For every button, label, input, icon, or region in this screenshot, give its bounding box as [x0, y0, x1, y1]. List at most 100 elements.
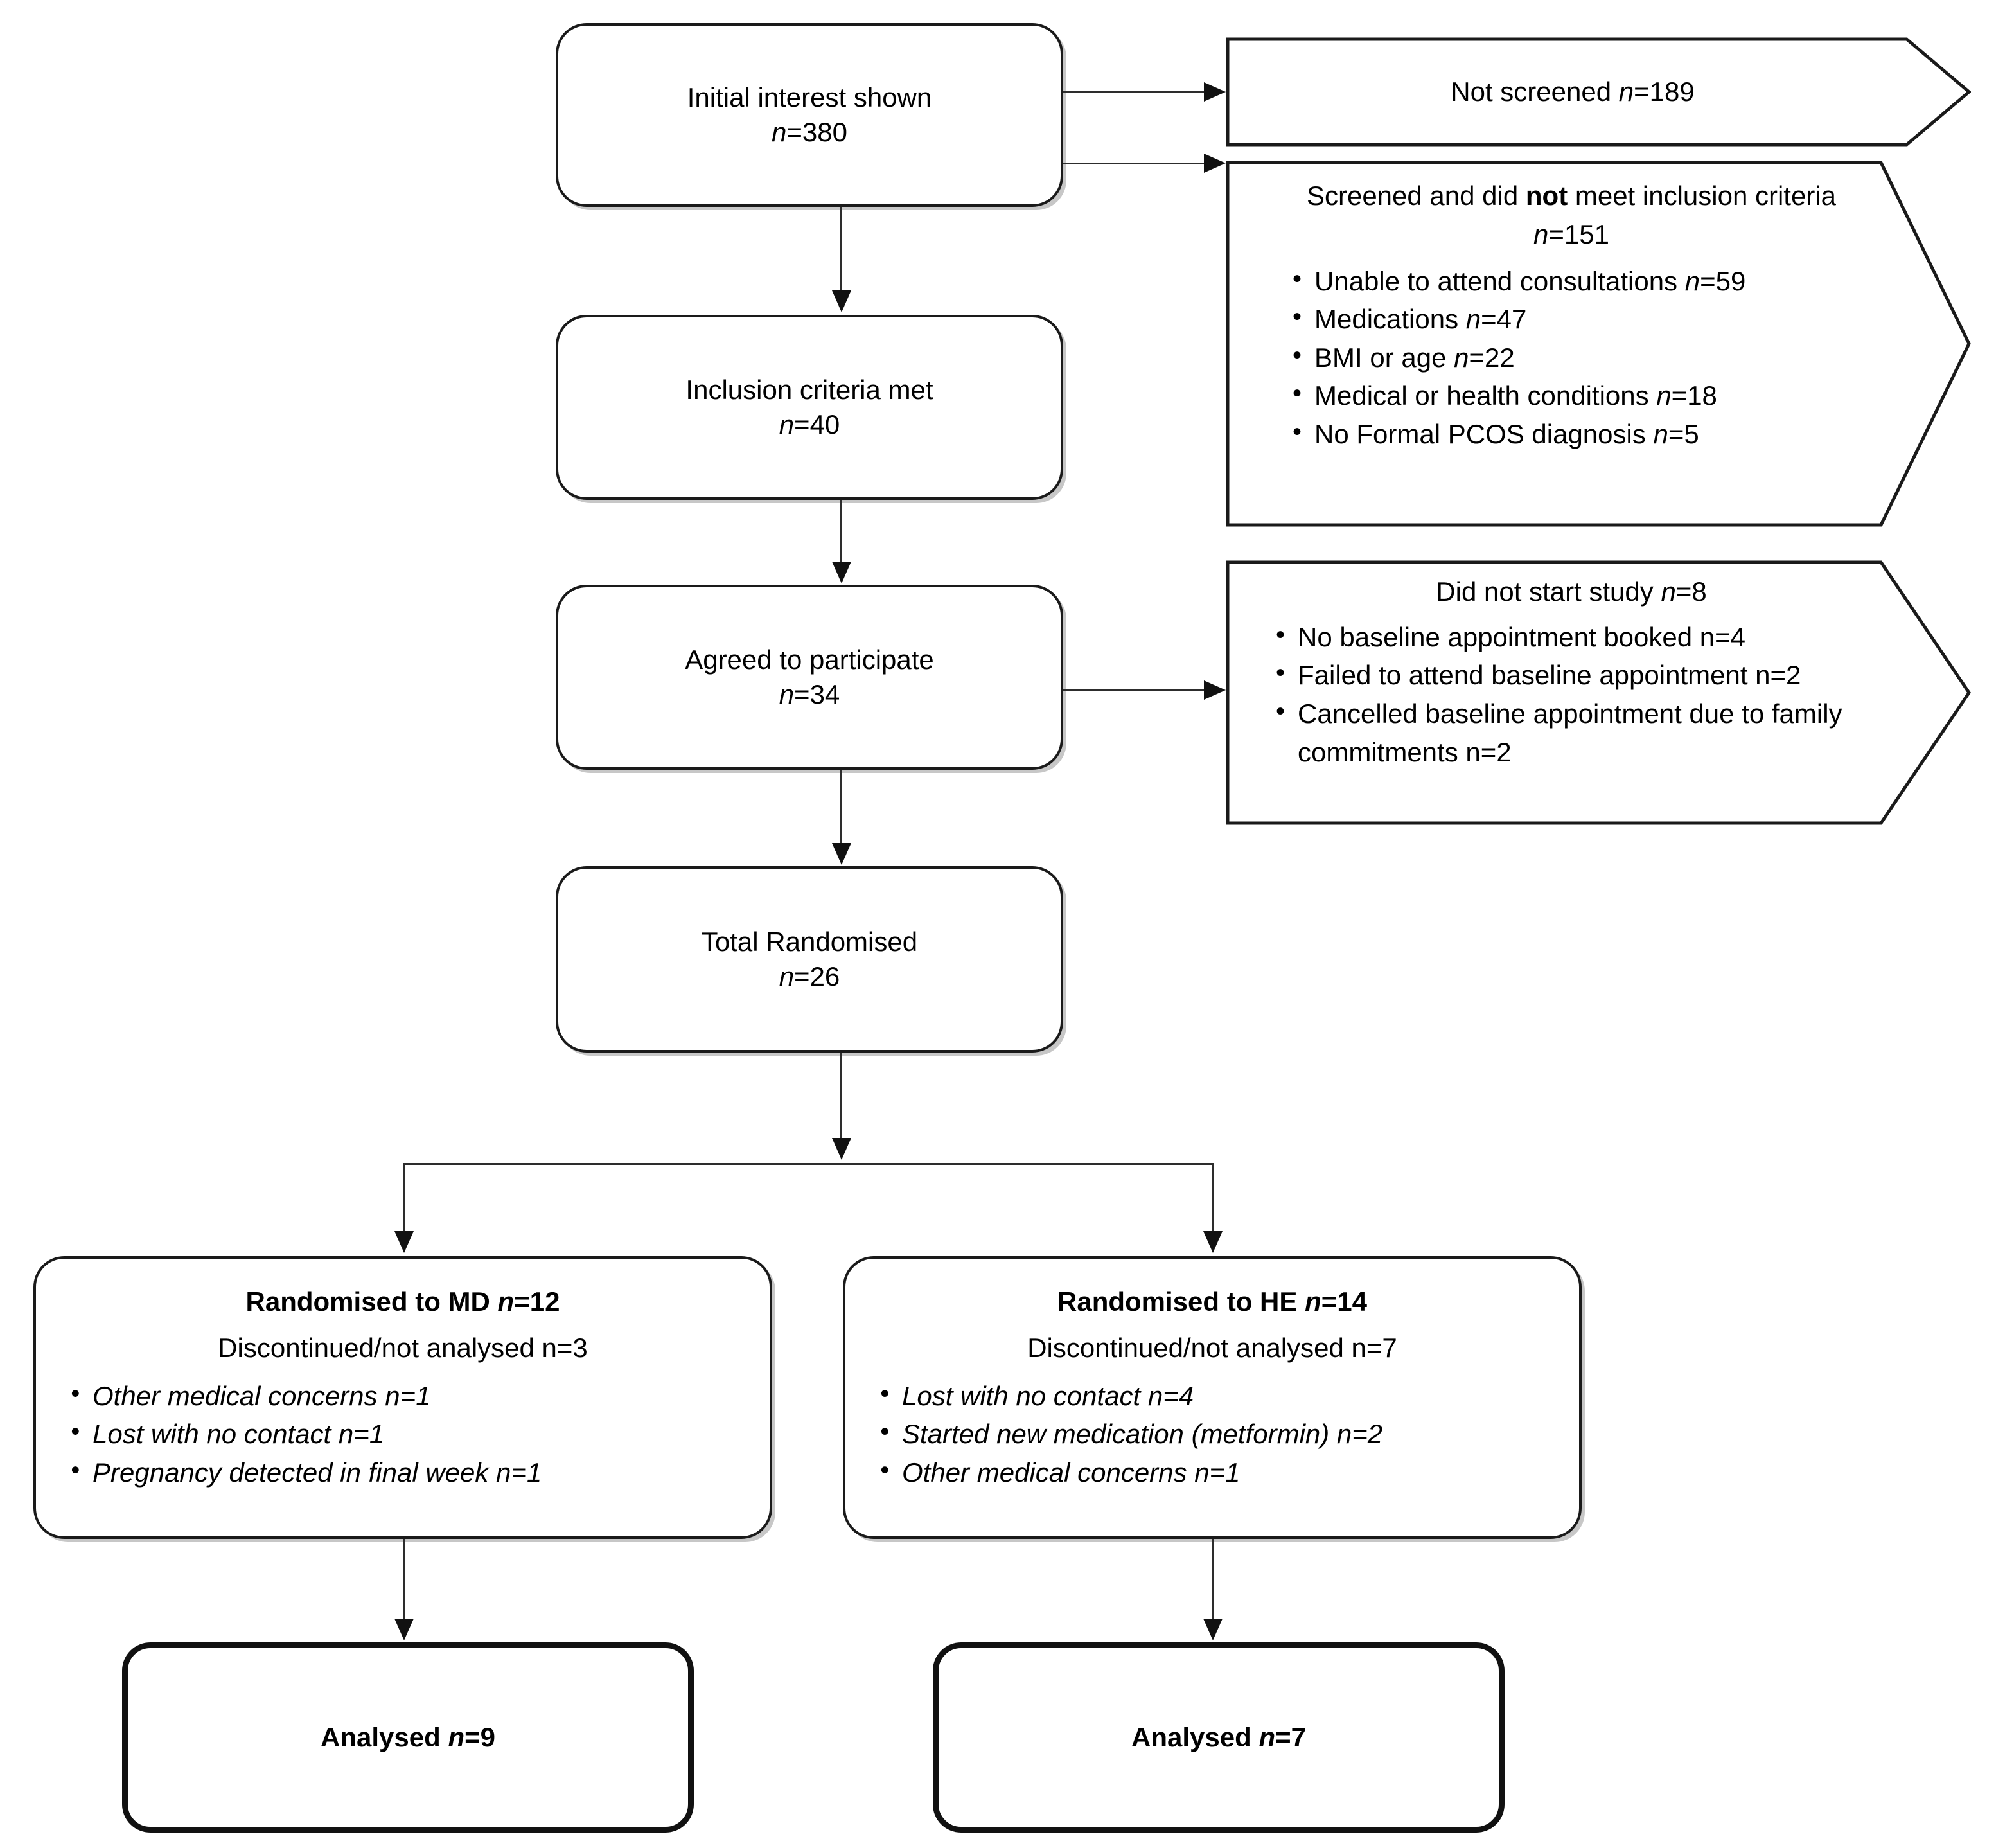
list-item: Started new medication (metformin) n=2 [880, 1414, 1579, 1453]
arm-md-subtitle: Discontinued/not analysed n=3 [218, 1332, 588, 1363]
node-randomised-to-md: Randomised to MD n=12 Discontinued/not a… [33, 1256, 772, 1539]
node-did-not-start-study: Did not start study n=8 No baseline appo… [1226, 560, 1971, 825]
node-total-randomised: Total Randomised n=26 [556, 866, 1063, 1053]
list-item: Lost with no contact n=1 [71, 1414, 770, 1453]
list-item: Failed to attend baseline appointment n=… [1276, 655, 1900, 695]
screened-heading: Screened and did not meet inclusion crit… [1242, 179, 1900, 217]
node-inclusion-criteria-met: Inclusion criteria met n=40 [556, 315, 1063, 500]
did-not-start-heading: Did not start study n=8 [1242, 574, 1900, 618]
n-value: =14 [1321, 1286, 1367, 1317]
n-symbol: n [497, 1286, 515, 1317]
n-symbol: n [1465, 304, 1481, 335]
node-not-screened: Not screened n=189 [1226, 37, 1971, 147]
screened-heading-count: n=151 [1242, 217, 1900, 262]
n-value: =22 [1469, 342, 1515, 373]
arm-he-subtitle: Discontinued/not analysed n=7 [1027, 1332, 1397, 1363]
node-agreed-to-participate-label: Agreed to participate [685, 644, 934, 675]
screened-heading-a: Screened and did [1306, 181, 1526, 211]
arm-md-title-text: Randomised to MD [245, 1286, 498, 1317]
connector-agreed-to-did-not-start [1063, 689, 1206, 691]
n-value: =26 [794, 961, 840, 991]
n-value: =8 [1675, 576, 1707, 607]
list-item: Medical or health conditions n=18 [1293, 375, 1900, 415]
node-analysed-he: Analysed n=7 [933, 1642, 1505, 1833]
pentagon-outline [1226, 37, 1971, 147]
list-item: Other medical concerns n=1 [71, 1376, 770, 1416]
n-symbol: n [1259, 1722, 1276, 1753]
list-item: Lost with no contact n=4 [880, 1376, 1579, 1416]
list-item: Unable to attend consultations n=59 [1293, 261, 1900, 301]
connector-total-to-split [840, 1053, 842, 1139]
connector-initial-to-not-screened [1063, 91, 1206, 93]
n-symbol: n [779, 679, 795, 709]
reason-text: No Formal PCOS diagnosis [1314, 419, 1654, 449]
node-inclusion-criteria-met-label: Inclusion criteria met [685, 375, 933, 405]
n-value: =7 [1275, 1722, 1306, 1753]
n-value: =12 [514, 1286, 560, 1317]
node-analysed-md: Analysed n=9 [122, 1642, 694, 1833]
arrowhead-down [394, 1231, 414, 1253]
n-value: =9 [464, 1722, 495, 1753]
n-symbol: n [779, 409, 795, 440]
arrowhead-down [394, 1619, 414, 1640]
list-item: No Formal PCOS diagnosis n=5 [1293, 414, 1900, 454]
arrowhead-down [832, 562, 851, 583]
node-randomised-to-he: Randomised to HE n=14 Discontinued/not a… [843, 1256, 1582, 1539]
n-value: =151 [1548, 218, 1609, 249]
arrowhead-down [1203, 1619, 1223, 1640]
arm-he-title: Randomised to HE n=14 [1057, 1284, 1367, 1319]
analysed-he-label: Analysed n=7 [1131, 1720, 1306, 1755]
arrowhead-right [1204, 680, 1226, 700]
node-initial-interest-count: n=380 [772, 115, 847, 150]
n-value: =40 [794, 409, 840, 440]
n-value: =5 [1668, 419, 1699, 449]
n-symbol: n [1684, 265, 1700, 296]
arrowhead-right [1204, 82, 1226, 102]
n-symbol: n [1653, 419, 1668, 449]
connector-md-to-analysed [403, 1539, 405, 1620]
node-initial-interest-label: Initial interest shown [687, 82, 932, 113]
arrowhead-right [1204, 154, 1226, 173]
n-value: =47 [1481, 304, 1527, 335]
connector-initial-to-inclusion [840, 207, 842, 292]
n-symbol: n [448, 1722, 465, 1753]
reason-text: Unable to attend consultations [1314, 265, 1685, 296]
arm-he-title-text: Randomised to HE [1057, 1286, 1305, 1317]
connector-agreed-to-total [840, 770, 842, 844]
screened-heading-not: not [1525, 181, 1568, 211]
n-symbol: n [1618, 76, 1634, 107]
node-initial-interest: Initial interest shown n=380 [556, 23, 1063, 207]
n-symbol: n [1533, 218, 1549, 249]
connector-split-to-he [1212, 1163, 1214, 1232]
did-not-start-reason-list: No baseline appointment booked n=4 Faile… [1242, 617, 1900, 772]
arrowhead-down [832, 290, 851, 312]
list-item: BMI or age n=22 [1293, 337, 1900, 377]
n-value: =34 [794, 679, 840, 709]
connector-split-bar [403, 1163, 1214, 1165]
list-item: Cancelled baseline appointment due to fa… [1276, 693, 1900, 771]
arrowhead-down [1203, 1231, 1223, 1253]
node-agreed-to-participate: Agreed to participate n=34 [556, 585, 1063, 770]
analysed-he-text: Analysed [1131, 1722, 1259, 1753]
did-not-start-text: Did not start study [1436, 576, 1661, 607]
n-symbol: n [772, 117, 787, 147]
connector-he-to-analysed [1212, 1539, 1214, 1620]
arm-he-reason-list: Lost with no contact n=4 Started new med… [845, 1376, 1579, 1492]
connector-split-to-md [403, 1163, 405, 1232]
analysed-md-text: Analysed [321, 1722, 448, 1753]
analysed-md-label: Analysed n=9 [321, 1720, 495, 1755]
node-total-randomised-label: Total Randomised [701, 927, 918, 957]
list-item: Pregnancy detected in final week n=1 [71, 1452, 770, 1492]
not-screened-text: Not screened [1451, 76, 1619, 107]
n-symbol: n [1305, 1286, 1321, 1317]
list-item: Medications n=47 [1293, 299, 1900, 339]
connector-inclusion-to-agreed [840, 500, 842, 563]
n-value: =18 [1671, 380, 1717, 411]
list-item: No baseline appointment booked n=4 [1276, 617, 1900, 657]
arrowhead-down [832, 843, 851, 865]
arm-md-title: Randomised to MD n=12 [246, 1284, 560, 1319]
not-screened-heading: Not screened n=189 [1251, 75, 1894, 109]
arm-md-reason-list: Other medical concerns n=1 Lost with no … [36, 1376, 770, 1492]
list-item: Other medical concerns n=1 [880, 1452, 1579, 1492]
